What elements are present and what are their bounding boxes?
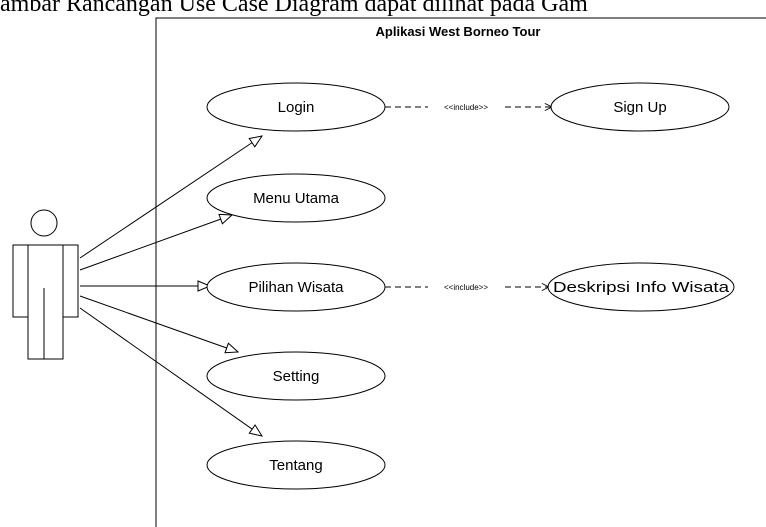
use-case-tentang: Tentang [206, 440, 386, 490]
use-case-deskripsi-label: Deskripsi Info Wisata [553, 279, 730, 296]
use-case-menu-utama: Menu Utama [206, 173, 386, 223]
actor-head [30, 209, 58, 237]
association-tentang [79, 307, 262, 436]
use-case-pilihan-wisata: Pilihan Wisata [206, 262, 386, 312]
include-login-signup: <<include>> [385, 103, 552, 112]
actor-user [12, 209, 79, 360]
actor-arm-left [12, 244, 29, 318]
association-setting [79, 295, 238, 352]
actor-arm-right [62, 244, 79, 318]
use-case-menu-utama-label: Menu Utama [253, 190, 340, 207]
use-case-sign-up: Sign Up [550, 82, 730, 132]
system-title: Aplikasi West Borneo Tour [376, 24, 541, 39]
include-pilihan-deskripsi: <<include>> [385, 283, 549, 292]
association-menu-utama [79, 215, 232, 271]
use-case-setting: Setting [206, 351, 386, 401]
use-case-pilihan-wisata-label: Pilihan Wisata [248, 279, 344, 296]
system-boundary [155, 17, 766, 527]
use-case-deskripsi-info-wisata: Deskripsi Info Wisata [547, 262, 735, 312]
include-label-1: <<include>> [444, 103, 488, 112]
associations [79, 136, 262, 436]
include-label-2: <<include>> [444, 283, 488, 292]
association-login [79, 136, 262, 259]
use-case-setting-label: Setting [273, 368, 320, 385]
actor-body [27, 244, 64, 360]
use-case-login: Login [206, 82, 386, 132]
page-caption: ambar Rancangan Use Case Diagram dapat d… [0, 0, 588, 17]
use-case-login-label: Login [278, 99, 315, 116]
use-case-tentang-label: Tentang [269, 457, 322, 474]
use-case-sign-up-label: Sign Up [613, 99, 666, 116]
